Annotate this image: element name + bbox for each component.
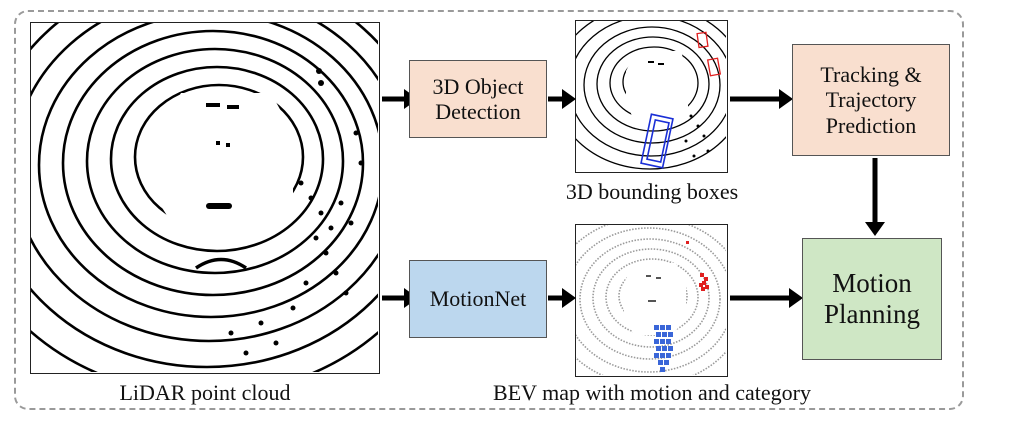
detection-box: 3D Object Detection: [409, 60, 547, 138]
dashed-frame: [14, 10, 964, 410]
bboxes-caption: 3D bounding boxes: [565, 179, 739, 204]
planning-box: Motion Planning: [802, 238, 942, 360]
bev-map-panel: [549, 216, 747, 386]
lidar-caption: LiDAR point cloud: [119, 380, 291, 405]
motionnet-box: MotionNet: [409, 260, 547, 338]
bev-map-image: [549, 216, 747, 386]
bounding-boxes-panel: [553, 4, 747, 173]
lidar-point-cloud-panel: [0, 0, 457, 397]
tracking-box: Tracking & Trajectory Prediction: [792, 44, 950, 156]
bev-caption: BEV map with motion and category: [493, 380, 811, 405]
bounding-boxes-image: [553, 4, 747, 170]
lidar-point-cloud-image: [0, 0, 457, 397]
